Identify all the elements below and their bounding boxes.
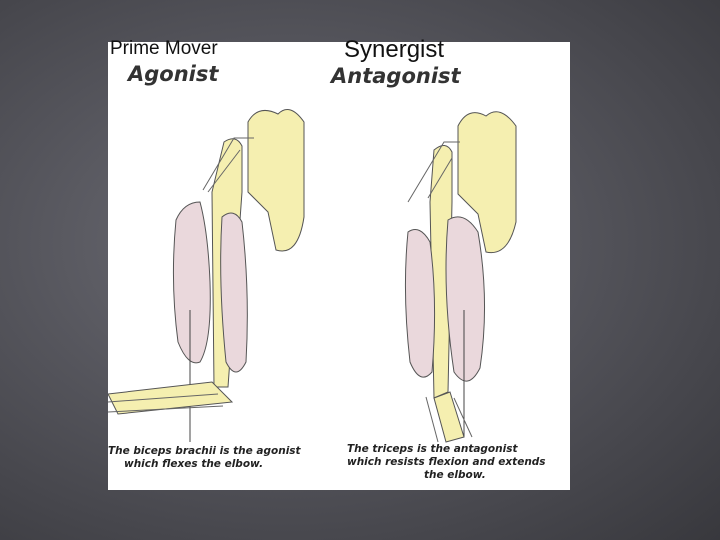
arm-diagrams: [108, 109, 517, 443]
prime-mover-label: Prime Mover: [110, 38, 218, 59]
second-muscle-right: [445, 216, 486, 382]
right-arm-drawing: [404, 111, 517, 443]
left-arm-drawing: [108, 109, 305, 442]
right-scapula: [457, 111, 517, 254]
synergist-label: Synergist: [344, 36, 445, 63]
antagonist-heading: Antagonist: [331, 64, 461, 88]
agonist-caption-line-2: which flexes the elbow.: [124, 458, 264, 470]
agonist-heading: Agonist: [128, 62, 219, 86]
brachialis-muscle: [220, 212, 248, 373]
antagonist-caption-line-3: the elbow.: [424, 469, 486, 481]
triceps-muscle: [404, 229, 436, 378]
antagonist-caption-line-2: which resists flexion and extends: [347, 456, 546, 468]
biceps-muscle: [172, 201, 211, 364]
antagonist-caption-line-1: The triceps is the antagonist: [347, 443, 518, 455]
left-forearm: [108, 381, 234, 415]
agonist-caption-line-1: The biceps brachii is the agonist: [108, 445, 301, 457]
right-forearm: [433, 391, 465, 443]
left-scapula: [247, 109, 305, 252]
anatomy-illustration: Prime Mover Synergist Agonist Antagonist…: [108, 36, 570, 490]
